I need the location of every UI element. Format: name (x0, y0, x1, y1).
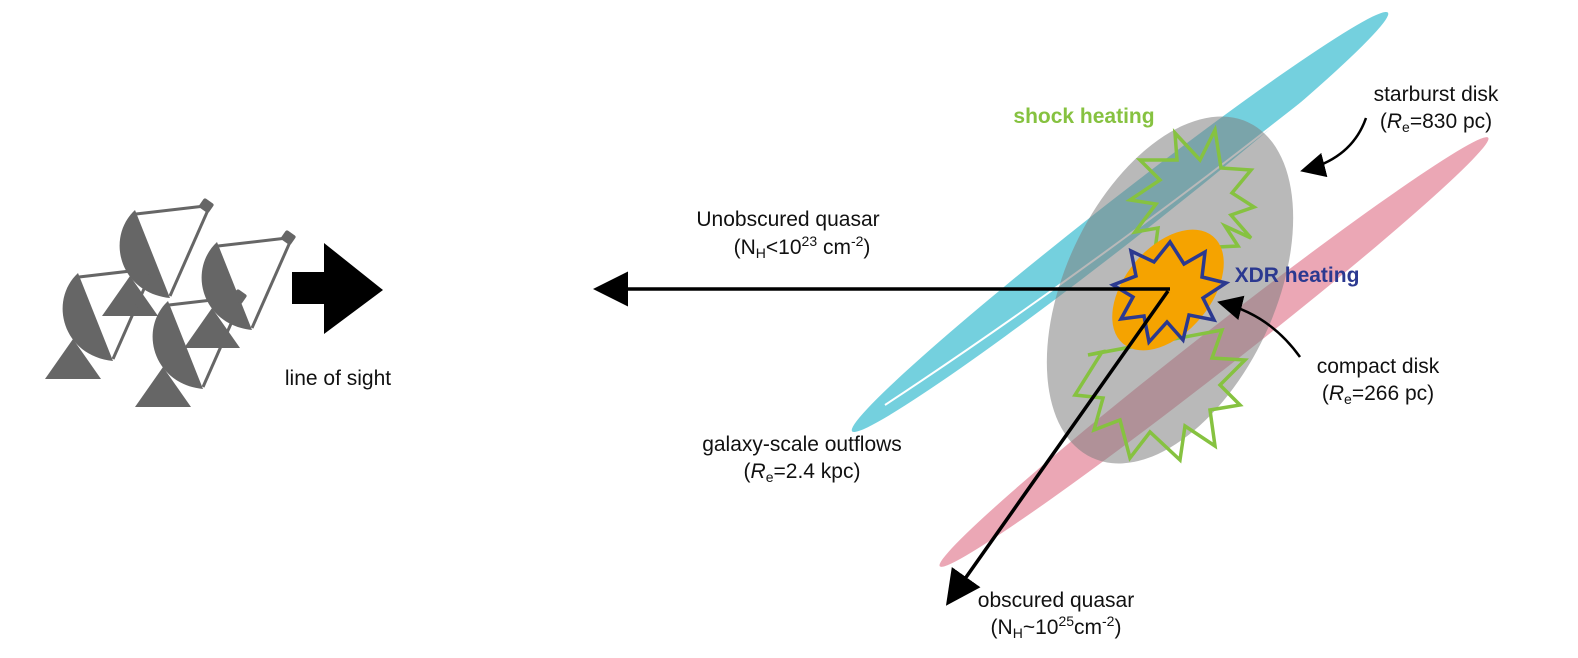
shock-front-lower (1072, 327, 1249, 464)
xdr-star (1109, 238, 1231, 346)
obscured-quasar-column: (NH~1025cm-2) (991, 613, 1122, 641)
outflows-radius: (Re=2.4 kpc) (744, 460, 861, 485)
obscured-quasar-title: obscured quasar (978, 589, 1134, 612)
radio-dish-icon (100, 196, 216, 318)
compact-pointer-arrow (1217, 295, 1302, 358)
starburst-disk-radius: (Re=830 pc) (1380, 110, 1492, 135)
radio-dish-array-icon (43, 196, 298, 409)
outflows-title: galaxy-scale outflows (702, 433, 902, 456)
block-arrow-right-icon (292, 243, 383, 334)
unobscured-quasar-column: (NH<1023 cm-2) (734, 233, 871, 261)
obscured-sightline-arrow (945, 289, 1170, 606)
line-of-sight-label: line of sight (285, 367, 391, 390)
unobscured-quasar-title: Unobscured quasar (696, 208, 879, 231)
radio-dish-icon (182, 228, 298, 350)
shock-front-upper (1125, 124, 1258, 252)
shock-heating-label: shock heating (1013, 105, 1154, 128)
starburst-pointer-arrow (1300, 117, 1368, 178)
compact-disk-radius: (Re=266 pc) (1322, 382, 1434, 407)
xdr-heating-label: XDR heating (1235, 264, 1360, 287)
compact-disk-title: compact disk (1317, 355, 1440, 378)
starburst-disk-title: starburst disk (1374, 83, 1499, 106)
